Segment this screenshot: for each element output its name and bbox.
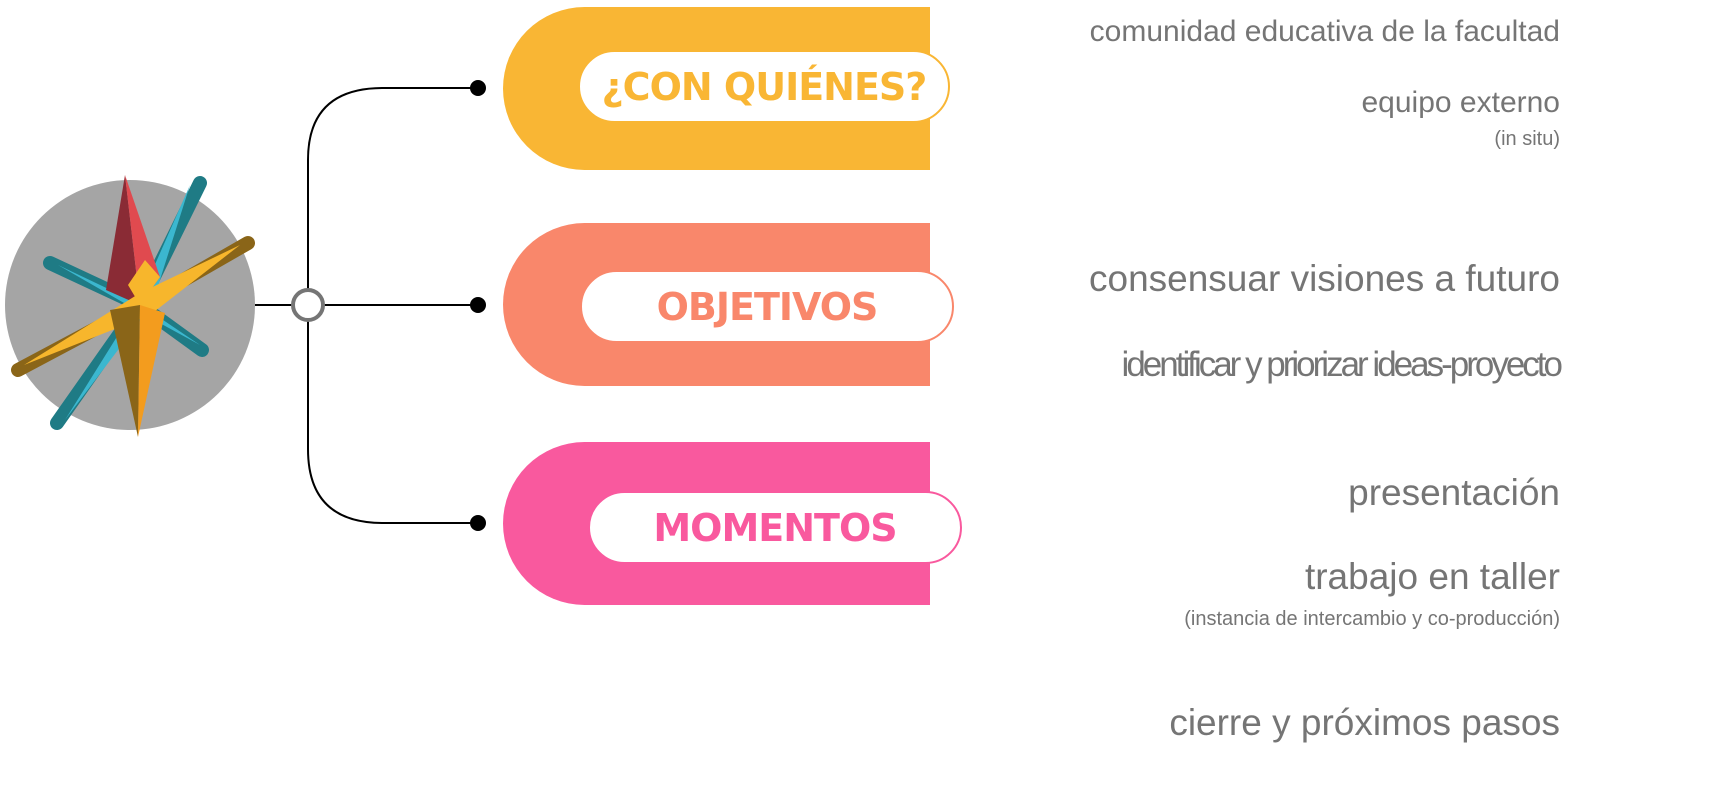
item-text: trabajo en taller	[1304, 556, 1560, 597]
item-text: cierre y próximos pasos	[1169, 702, 1560, 743]
branch-title: OBJETIVOS	[656, 284, 879, 329]
branch-dot	[470, 297, 486, 313]
pill-con-quienes: ¿CON QUIÉNES?	[578, 50, 950, 123]
item-text: comunidad educativa de la facultad	[1089, 15, 1560, 48]
pill-momentos: MOMENTOS	[588, 491, 962, 564]
item-note: (instancia de intercambio y co-producció…	[1184, 608, 1560, 630]
item-text: equipo externo	[1361, 86, 1561, 119]
branch-title: ¿CON QUIÉNES?	[601, 64, 928, 109]
branch-title: MOMENTOS	[653, 505, 897, 550]
item-text: presentación	[1348, 472, 1560, 513]
compass-star-icon	[5, 175, 255, 437]
item-text: identificar y priorizar ideas-proyecto	[1121, 345, 1563, 384]
item-note: (in situ)	[1494, 128, 1560, 150]
item-text: consensuar visiones a futuro	[1089, 258, 1560, 299]
pill-objetivos: OBJETIVOS	[580, 270, 954, 343]
branch-dot	[470, 515, 486, 531]
branch-dot	[470, 80, 486, 96]
hub-node	[291, 288, 325, 322]
